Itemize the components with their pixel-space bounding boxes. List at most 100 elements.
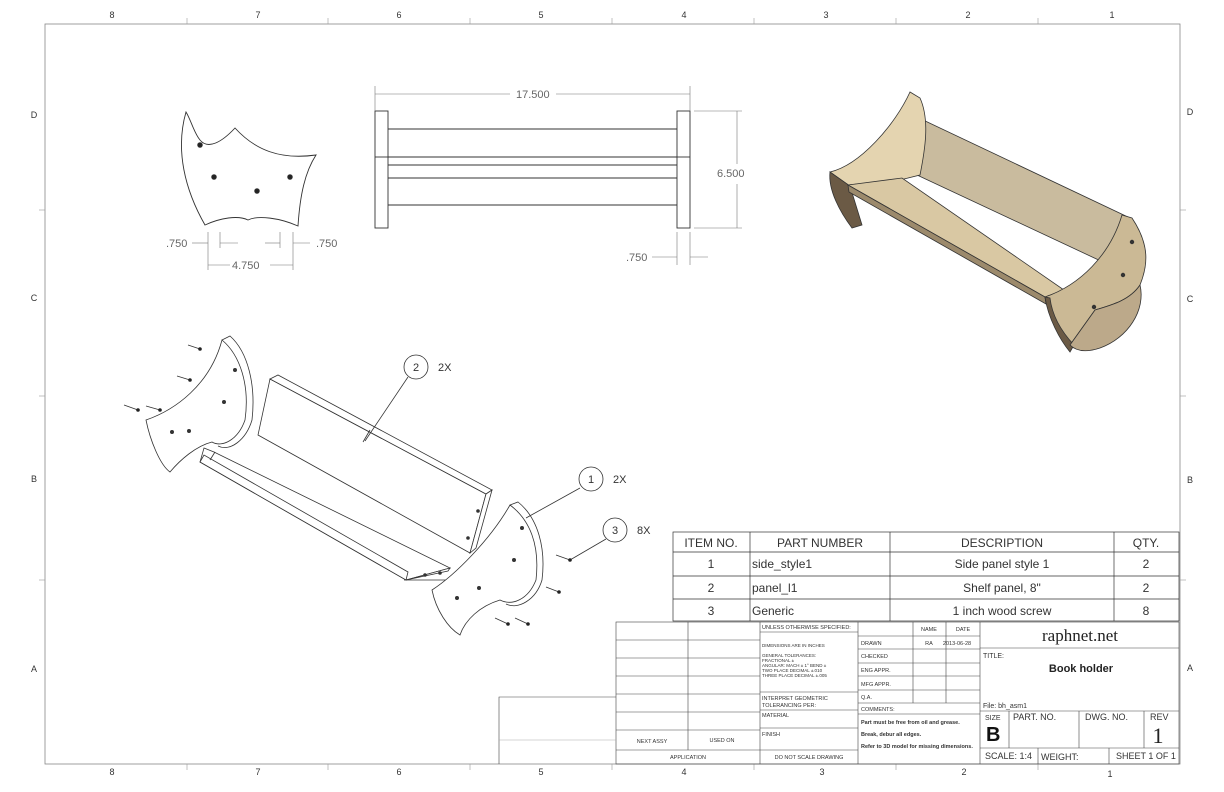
tb-tol: THREE PLACE DECIMAL ±.005 [762, 673, 827, 678]
bom-cell: 2 [1143, 581, 1150, 595]
balloon-qty: 2X [438, 362, 452, 374]
tb-dims-in: DIMENSIONS ARE IN INCHES [762, 643, 825, 648]
tb-comment: Break, debur all edges. [861, 732, 922, 738]
balloon-number: 1 [588, 474, 594, 486]
tb-name-header: NAME [921, 627, 937, 633]
tb-mfg-appr: MFG APPR. [861, 682, 891, 688]
dim-height: 6.500 [717, 168, 745, 180]
zone-col-bottom-3: 3 [819, 767, 824, 777]
bom-cell: 8 [1143, 604, 1150, 618]
side-panel-view [181, 110, 317, 227]
zone-col-top-8: 8 [109, 10, 114, 20]
tb-rev: 1 [1153, 723, 1164, 748]
zone-col-bottom-5: 5 [538, 767, 543, 777]
balloon-item-2: 2 2X [403, 354, 452, 380]
isometric-view [829, 91, 1147, 353]
tb-interp: TOLERANCING PER: [762, 703, 816, 709]
balloon-number: 2 [413, 362, 419, 374]
tb-qa: Q.A. [861, 695, 872, 701]
zone-col-bottom-4: 4 [681, 767, 686, 777]
tb-tol: TWO PLACE DECIMAL ±.010 [762, 668, 823, 673]
company-name: raphnet.net [1042, 626, 1118, 645]
bom-cell: 3 [708, 604, 715, 618]
tb-scale: SCALE: 1:4 [985, 751, 1032, 761]
tb-finish: FINISH [762, 732, 780, 738]
tb-comments: COMMENTS: [861, 707, 895, 713]
tb-tol: FRACTIONAL ± [762, 658, 795, 663]
tb-drawn-date: 2013-06-28 [943, 641, 971, 647]
tb-used-on: USED ON [709, 738, 734, 744]
zone-row-right-d: D [1187, 107, 1194, 117]
bom-cell: 1 [708, 557, 715, 571]
bom-cell: Shelf panel, 8" [963, 581, 1041, 595]
balloon-qty: 8X [637, 525, 651, 537]
zone-col-top-4: 4 [681, 10, 686, 20]
zone-col-bottom-7: 7 [255, 767, 260, 777]
zone-row-left-d: D [31, 110, 38, 120]
tb-comment: Part must be free from oil and grease. [861, 720, 960, 726]
zone-col-top-2: 2 [965, 10, 970, 20]
zone-col-top-5: 5 [538, 10, 543, 20]
balloon-item-1: 1 2X [578, 466, 627, 492]
tb-next-assy: NEXT ASSY [637, 739, 668, 745]
tb-file: File: bh_asm1 [983, 703, 1027, 710]
front-view-dimensions [374, 86, 742, 265]
tb-title-label: TITLE: [983, 653, 1004, 660]
tb-tol: ANGULAR: MACH ± 1° BEND ± [762, 663, 827, 668]
bom-cell: 2 [708, 581, 715, 595]
title-block [498, 621, 1180, 765]
dim-width: 4.750 [232, 260, 260, 272]
tb-drawn-name: RA [925, 641, 933, 647]
tb-material: MATERIAL [762, 713, 789, 719]
zone-col-top-1: 1 [1109, 10, 1114, 20]
tb-size-label: SIZE [985, 715, 1001, 722]
dim-end-thickness: .750 [626, 252, 647, 264]
zone-col-bottom-1: 1 [1107, 769, 1112, 779]
tb-dwg-no: DWG. NO. [1085, 712, 1128, 722]
tb-rev-label: REV [1150, 712, 1169, 722]
tb-do-not-scale: DO NOT SCALE DRAWING [775, 755, 844, 761]
bom-cell: Generic [752, 604, 794, 618]
side-view-dimensions [192, 232, 310, 270]
zone-ticks [39, 18, 1186, 770]
bom-header-description: DESCRIPTION [961, 536, 1043, 550]
screw-hole [287, 174, 293, 180]
tb-part-no: PART. NO. [1013, 712, 1056, 722]
tb-checked: CHECKED [861, 654, 888, 660]
screw-hole [197, 142, 203, 148]
bom-header-qty: QTY. [1133, 536, 1159, 550]
balloon-item-3: 3 8X [602, 517, 651, 543]
screw-heads [136, 347, 572, 626]
bom-cell: 2 [1143, 557, 1150, 571]
bom-cell: panel_l1 [752, 581, 798, 595]
zone-row-left-b: B [31, 474, 37, 484]
zone-col-bottom-6: 6 [396, 767, 401, 777]
tb-weight: WEIGHT: [1041, 752, 1079, 762]
tb-date-header: DATE [956, 627, 971, 633]
screw-hole [254, 188, 260, 194]
zone-col-top-3: 3 [823, 10, 828, 20]
zone-row-left-a: A [31, 664, 37, 674]
tb-unless: UNLESS OTHERWISE SPECIFIED: [762, 625, 851, 631]
zone-col-bottom-2: 2 [961, 767, 966, 777]
bom-cell: 1 inch wood screw [953, 604, 1052, 618]
zone-row-left-c: C [31, 293, 38, 303]
tb-comment: Refer to 3D model for missing dimensions… [861, 744, 973, 750]
zone-col-bottom-8: 8 [109, 767, 114, 777]
zone-col-top-7: 7 [255, 10, 260, 20]
zone-row-right-b: B [1187, 475, 1193, 485]
exploded-view [123, 335, 607, 636]
dim-right-edge: .750 [316, 238, 337, 250]
tb-application: APPLICATION [670, 755, 706, 761]
balloon-number: 3 [612, 525, 618, 537]
bom-cell: side_style1 [752, 557, 812, 571]
sheet-border [44, 23, 1181, 765]
tb-drawn: DRAWN [861, 641, 882, 647]
dim-overall-length: 17.500 [516, 89, 550, 101]
screw-hole [211, 174, 217, 180]
zone-row-right-a: A [1187, 663, 1193, 673]
bom-header-item: ITEM NO. [684, 536, 737, 550]
bom-header-part: PART NUMBER [777, 536, 863, 550]
dim-left-edge: .750 [166, 238, 187, 250]
